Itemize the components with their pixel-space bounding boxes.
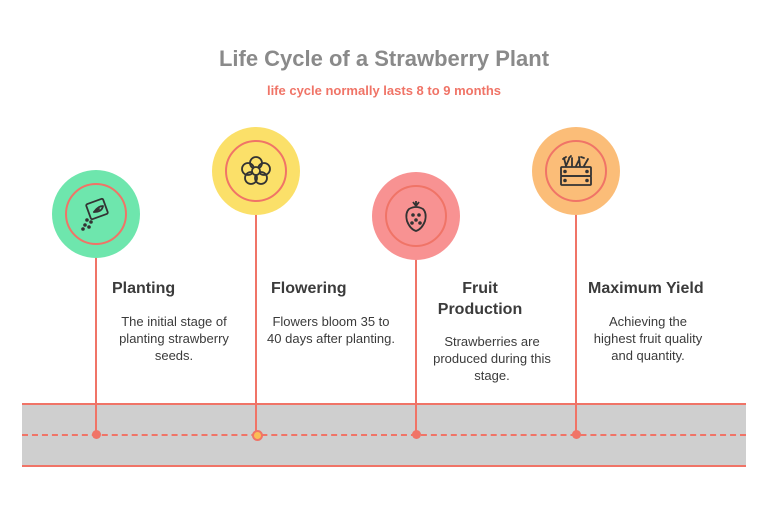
stage-icon-circle <box>372 172 460 260</box>
diagram-title: Life Cycle of a Strawberry Plant <box>218 46 550 71</box>
stage-connector <box>415 255 417 434</box>
stage-title: Flowering <box>271 280 347 297</box>
stage-description: Flowers bloom 35 to 40 days after planti… <box>267 314 395 346</box>
stage-description: Achieving the highest fruit quality and … <box>593 314 703 363</box>
timeline-marker <box>91 429 101 439</box>
stage-description: The initial stage of planting strawberry… <box>119 314 229 363</box>
stage-description: Strawberries are produced during this st… <box>433 334 551 383</box>
stage-title: Planting <box>112 280 176 297</box>
stage-connector <box>575 210 577 434</box>
timeline-center-line <box>22 434 746 436</box>
flower-icon <box>239 154 273 188</box>
timeline-marker <box>411 429 421 439</box>
stage-title: Fruit Production <box>437 280 523 318</box>
diagram-subtitle: life cycle normally lasts 8 to 9 months <box>266 83 502 98</box>
timeline-marker <box>571 429 581 439</box>
stage-icon-circle <box>52 170 140 258</box>
seed-packet-icon <box>78 196 114 232</box>
stage-connector <box>95 254 97 434</box>
stage-connector <box>255 210 257 434</box>
stage-icon-circle <box>532 127 620 215</box>
stage-icon-circle <box>212 127 300 215</box>
harvest-crate-icon <box>556 153 596 189</box>
strawberry-icon <box>401 199 431 233</box>
timeline-marker <box>251 429 263 441</box>
stage-title: Maximum Yield <box>588 280 704 297</box>
